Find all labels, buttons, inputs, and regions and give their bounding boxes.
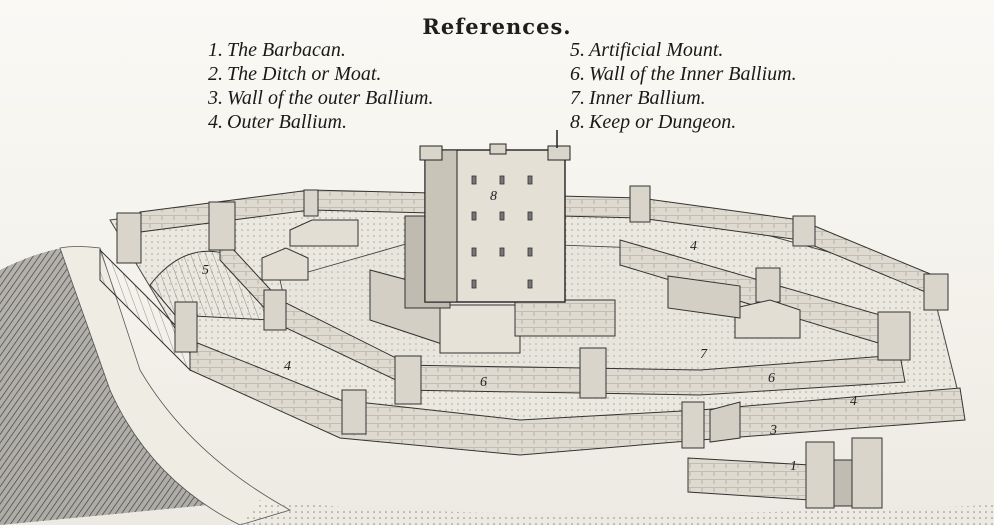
tower <box>174 301 198 353</box>
keep-windows <box>471 175 533 289</box>
references-right-column: 5.Artificial Mount. 6.Wall of the Inner … <box>570 38 797 134</box>
reference-item: 7.Inner Ballium. <box>570 86 797 110</box>
reference-number: 3. <box>208 87 223 109</box>
foreground-ground <box>240 500 994 525</box>
reference-number: 8. <box>570 111 585 133</box>
tower <box>394 355 422 405</box>
reference-item: 1.The Barbacan. <box>208 38 433 62</box>
label-mount: 5 <box>202 263 209 278</box>
tower <box>208 201 236 251</box>
tower <box>681 401 705 449</box>
castle-engraving: 1 3 4 4 4 5 6 6 7 8 <box>0 130 994 525</box>
label-outer-ballium: 4 <box>284 359 291 374</box>
label-outer-ballium: 4 <box>850 394 857 409</box>
tower <box>923 273 949 311</box>
keep-shadow-face <box>424 149 458 303</box>
reference-text: Wall of the Inner Ballium. <box>589 63 797 85</box>
reference-item: 6.Wall of the Inner Ballium. <box>570 62 797 86</box>
label-keep: 8 <box>490 189 497 204</box>
gatehouse <box>709 401 741 443</box>
keep-forebuilding <box>439 304 521 354</box>
label-outer-ballium: 4 <box>690 239 697 254</box>
keep-turret <box>489 143 507 155</box>
reference-number: 7. <box>570 87 585 109</box>
keep-turret <box>547 145 571 161</box>
reference-text: Outer Ballium. <box>227 111 347 133</box>
reference-number: 5. <box>570 39 585 61</box>
label-inner-ballium: 7 <box>700 347 708 362</box>
reference-text: Artificial Mount. <box>589 39 724 61</box>
tower <box>579 347 607 399</box>
reference-item: 3.Wall of the outer Ballium. <box>208 86 433 110</box>
house <box>667 275 741 319</box>
label-inner-wall: 6 <box>768 371 775 386</box>
references-left-column: 1.The Barbacan. 2.The Ditch or Moat. 3.W… <box>208 38 433 134</box>
barbacan-tower <box>805 441 835 509</box>
tower <box>116 212 142 264</box>
moat-path <box>59 246 292 525</box>
reference-item: 4.Outer Ballium. <box>208 110 433 134</box>
barbacan-tower <box>851 437 883 509</box>
label-inner-wall: 6 <box>480 375 487 390</box>
reference-number: 4. <box>208 111 223 133</box>
outer-wall-front <box>189 339 966 456</box>
reference-item: 5.Artificial Mount. <box>570 38 797 62</box>
reference-text: The Barbacan. <box>227 39 346 61</box>
outer-wall-left <box>99 248 191 372</box>
keep-forebuilding-wall <box>514 299 616 337</box>
reference-text: Keep or Dungeon. <box>589 111 737 133</box>
keep-turret <box>419 145 443 161</box>
house <box>734 299 801 339</box>
tower <box>792 215 816 247</box>
reference-number: 1. <box>208 39 223 61</box>
reference-item: 2.The Ditch or Moat. <box>208 62 433 86</box>
tower <box>263 289 287 331</box>
references-heading: References. <box>422 14 572 39</box>
reference-number: 2. <box>208 63 223 85</box>
reference-text: Wall of the outer Ballium. <box>227 87 434 109</box>
tower <box>755 267 781 303</box>
tower <box>877 311 911 361</box>
house <box>261 247 309 281</box>
tower <box>629 185 651 223</box>
tower <box>341 389 367 435</box>
label-outer-wall: 3 <box>769 423 777 438</box>
barbacan-gate <box>833 459 853 507</box>
reference-number: 6. <box>570 63 585 85</box>
tower <box>303 189 319 217</box>
reference-text: The Ditch or Moat. <box>227 63 382 85</box>
reference-text: Inner Ballium. <box>589 87 706 109</box>
house <box>289 219 359 247</box>
label-barbacan: 1 <box>790 459 797 474</box>
reference-item: 8.Keep or Dungeon. <box>570 110 797 134</box>
